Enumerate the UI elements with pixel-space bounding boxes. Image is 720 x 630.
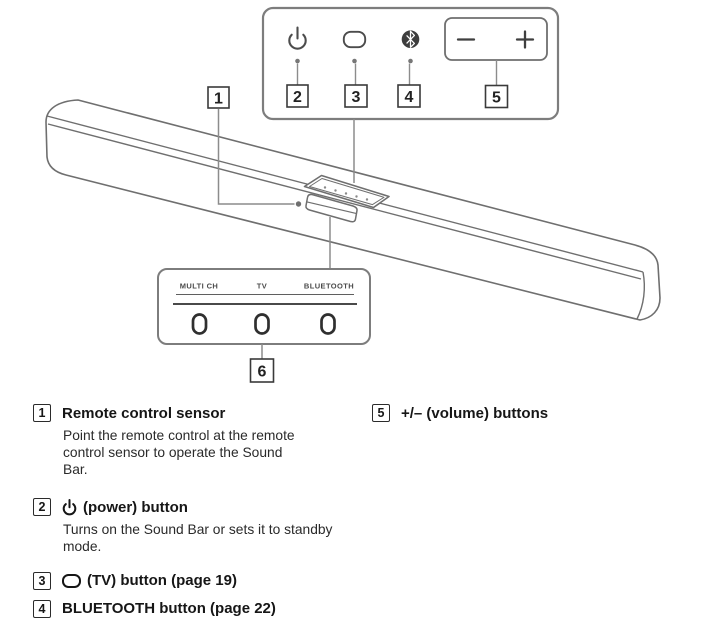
legend-item-tv-button: 3 (TV) button (page 19) [33,571,363,590]
indicator-label-multi-ch: MULTI CH [180,282,218,291]
legend-item-volume-buttons: 5 +/– (volume) buttons [372,404,702,422]
remote-sensor-dot [295,201,302,207]
power-icon [288,26,307,50]
soundbar-illustration [45,99,661,321]
sensor-callout: 1 [207,86,302,207]
legend-title-5: +/– (volume) buttons [401,404,549,422]
bluetooth-led [320,313,336,335]
legend-title-4: BLUETOOTH button (page 22) [62,600,276,618]
legend-item-bluetooth-button: 4 BLUETOOTH button (page 22) [33,599,363,618]
top-panel-button-dots [323,186,369,201]
leader-sensor [217,108,295,205]
legend-number-box-2: 2 [33,498,51,517]
legend-column-left: 1 Remote control sensor Point the remote… [33,404,363,618]
number-box-1 [207,86,230,109]
legend: 1 Remote control sensor Point the remote… [0,396,720,630]
number-label-6: 6 [258,364,267,381]
indicator-label-bluetooth: BLUETOOTH [304,282,354,291]
number-box-3 [344,84,368,108]
plus-icon [515,30,535,49]
legend-title-3: (TV) button (page 19) [87,572,237,590]
soundbar-display-window [305,193,358,223]
legend-body-1: Point the remote control at the remote c… [63,428,295,477]
bluetooth-icon [401,30,420,48]
number-box-6 [249,358,275,383]
legend-number-box-4: 4 [33,599,51,618]
tv-icon [342,30,367,49]
power-icon [62,498,77,516]
soundbar-parts-diagram: 2 3 4 5 [45,6,661,383]
legend-number-box-1: 1 [33,404,51,422]
soundbar-top-panel [303,174,390,209]
tv-icon [62,573,81,588]
callout-number-boxes: 2 3 4 5 [286,84,509,109]
number-label-1: 1 [214,91,223,108]
legend-number-box-5: 5 [372,404,390,422]
legend-title-1: Remote control sensor [62,404,226,422]
display-callout-box [157,268,371,345]
callout-leaders [295,58,498,86]
number-label-2: 2 [293,89,302,106]
number-box-4 [397,84,421,108]
number-label-5: 5 [492,90,501,107]
tv-led [254,313,270,335]
number-label-3: 3 [352,89,361,106]
front-display-callout: MULTI CH TV BLUETOOTH 6 [157,268,371,383]
number-box-2 [286,84,309,108]
legend-title-2: (power) button [83,498,188,516]
top-panel-callout: 2 3 4 5 [261,6,560,121]
legend-number-box-3: 3 [33,571,51,590]
indicator-label-tv: TV [257,282,267,291]
legend-body-2: Turns on the Sound Bar or sets it to sta… [63,522,333,555]
number-label-4: 4 [405,89,414,106]
legend-item-power-button: 2 (power) button Turns on the Sound Bar … [33,498,363,556]
indicator-leds [191,313,336,335]
volume-buttons [444,17,548,61]
legend-item-remote-sensor: 1 Remote control sensor Point the remote… [33,404,363,478]
number-box-5 [484,84,509,109]
multi-ch-led [191,313,208,335]
legend-column-right: 5 +/– (volume) buttons [372,404,702,422]
